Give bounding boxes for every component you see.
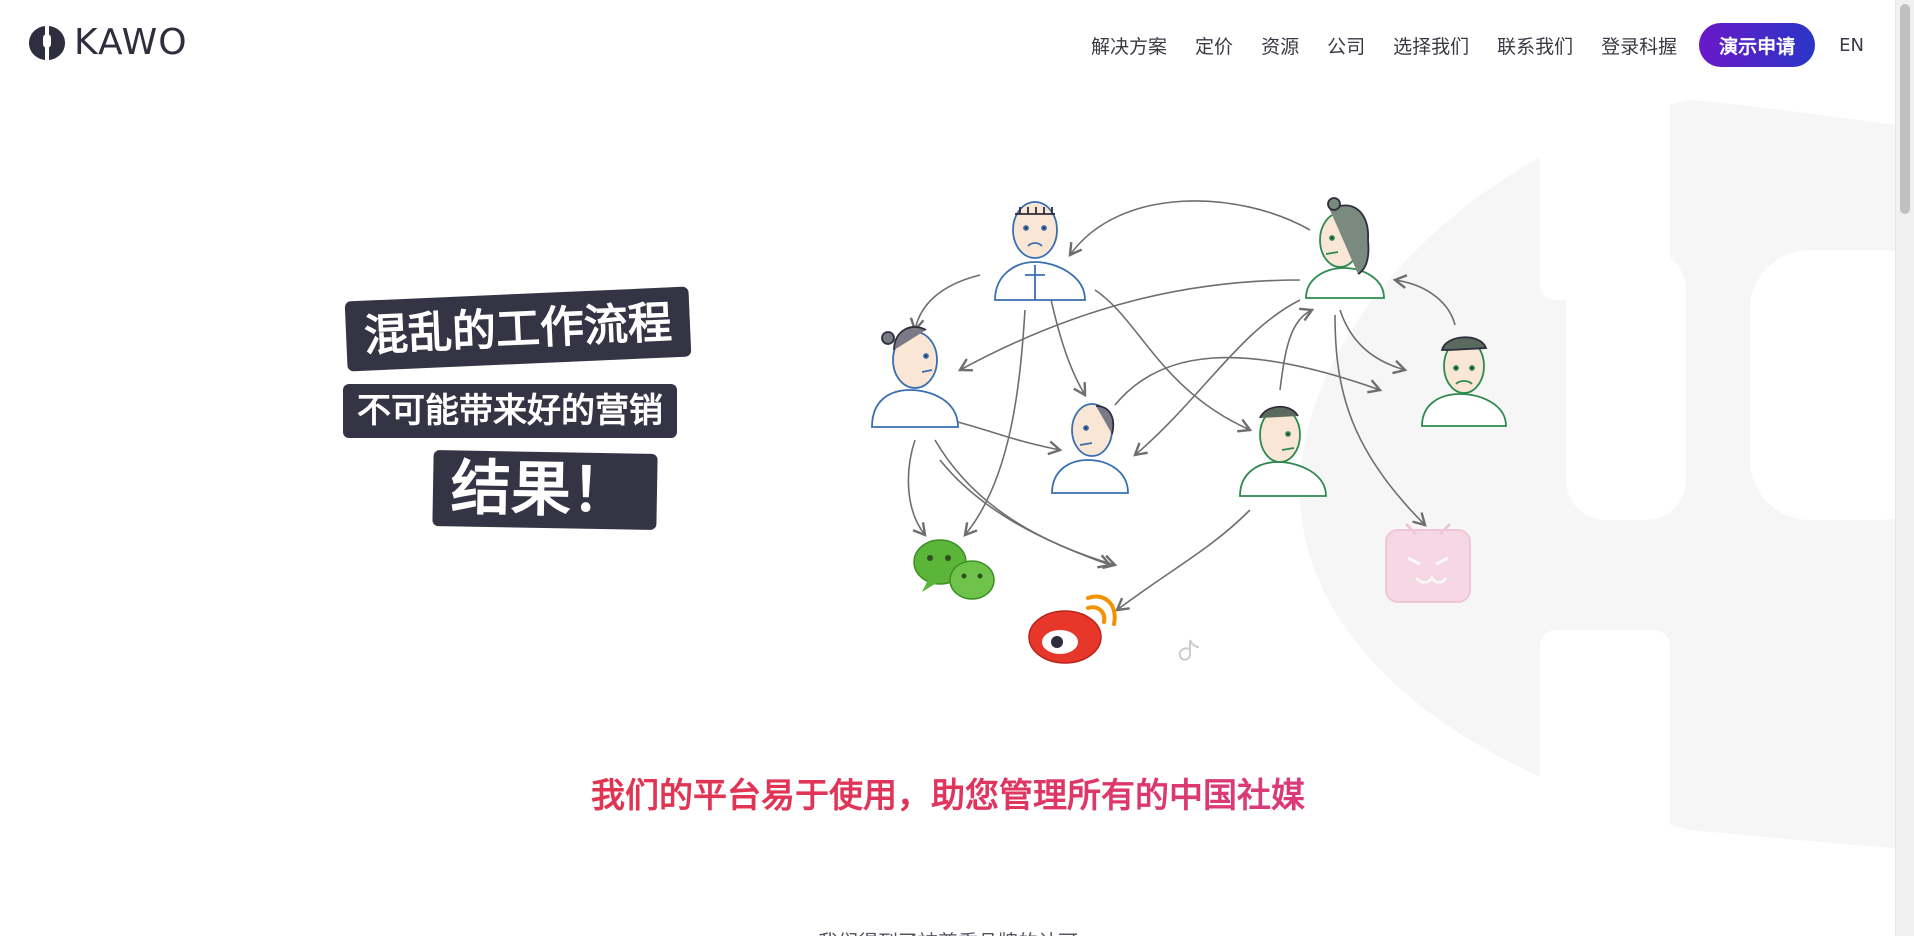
- demo-request-button[interactable]: 演示申请: [1699, 23, 1816, 67]
- page-scrollbar[interactable]: [1895, 0, 1914, 936]
- logo-text: KAWO: [74, 22, 188, 63]
- person-woman-green-icon: [1305, 197, 1385, 299]
- nav-solutions[interactable]: 解决方案: [1091, 35, 1168, 58]
- person-man-green-icon: [1239, 405, 1327, 497]
- platform-tagline: 我们的平台易于使用，助您管理所有的中国社媒: [0, 768, 1896, 817]
- wechat-icon: [913, 539, 995, 600]
- nav-login[interactable]: 登录科握: [1601, 35, 1678, 58]
- hero-line-1: 混乱的工作流程: [344, 286, 692, 372]
- chaotic-workflow-illustration: [871, 197, 1507, 664]
- nav-resources[interactable]: 资源: [1261, 35, 1300, 58]
- scrollbar-thumb[interactable]: [1900, 4, 1910, 214]
- hero-line-3: 结果！: [432, 450, 658, 530]
- main-nav: 解决方案 定价 资源 公司 选择我们 联系我们 登录科握 演示申请 EN: [1063, 22, 1864, 68]
- person-manager-icon: [994, 201, 1086, 301]
- top-navigation: KAWO 解决方案 定价 资源 公司 选择我们 联系我们 登录科握 演示申请 E…: [0, 0, 1896, 90]
- douyin-icon: [1178, 639, 1200, 661]
- kawo-logo-icon: [29, 26, 65, 60]
- kawo-logo[interactable]: KAWO: [28, 24, 188, 62]
- language-switch[interactable]: EN: [1839, 34, 1864, 56]
- hero-line-2: 不可能带来好的营销: [343, 384, 677, 438]
- nav-company[interactable]: 公司: [1327, 35, 1366, 58]
- nav-pricing[interactable]: 定价: [1195, 35, 1234, 58]
- person-man-blue-icon: [1051, 403, 1129, 494]
- weibo-icon: [1028, 594, 1117, 664]
- workflow-arrows: [907, 200, 1456, 612]
- bilibili-icon: [1385, 522, 1471, 603]
- person-woman-blue-icon: [871, 326, 959, 428]
- brands-subline: 我们得到了被尊重品牌的认可: [0, 926, 1896, 936]
- nav-why-us[interactable]: 选择我们: [1393, 35, 1470, 58]
- nav-contact[interactable]: 联系我们: [1497, 35, 1574, 58]
- person-man-cap-icon: [1421, 336, 1507, 427]
